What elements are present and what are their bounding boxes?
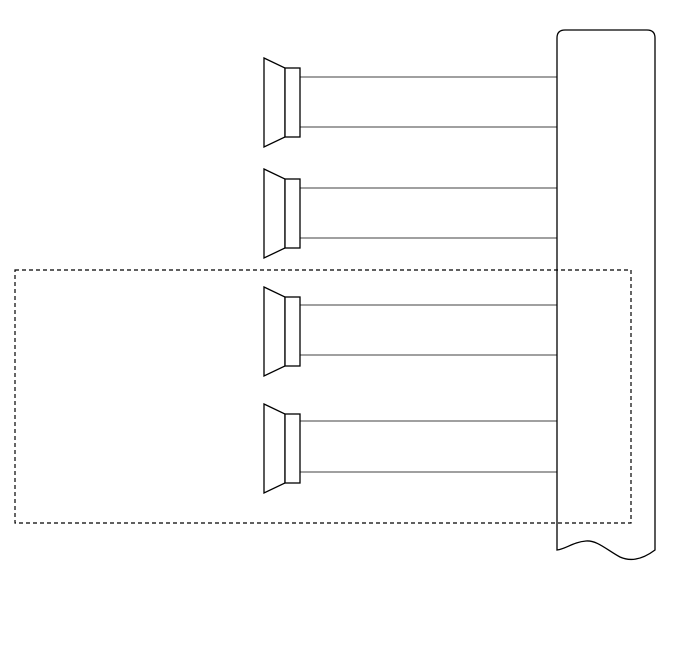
- terminal-strip: [556, 29, 656, 561]
- speaker-magnet-icon: [284, 296, 301, 367]
- speaker-3: [263, 285, 557, 378]
- speaker-cone-icon: [263, 402, 286, 495]
- speaker-magnet-icon: [284, 413, 301, 484]
- speaker-4: [263, 402, 557, 495]
- speaker-cone-icon: [263, 285, 286, 378]
- speaker-cone-icon: [263, 167, 286, 260]
- speaker-1: [263, 56, 557, 149]
- speaker-magnet-icon: [284, 178, 301, 249]
- speaker-2: [263, 167, 557, 260]
- speaker-magnet-icon: [284, 67, 301, 138]
- speaker-cone-icon: [263, 56, 286, 149]
- speakers-layer: [263, 56, 557, 495]
- speaker-group-boundary: [14, 269, 632, 524]
